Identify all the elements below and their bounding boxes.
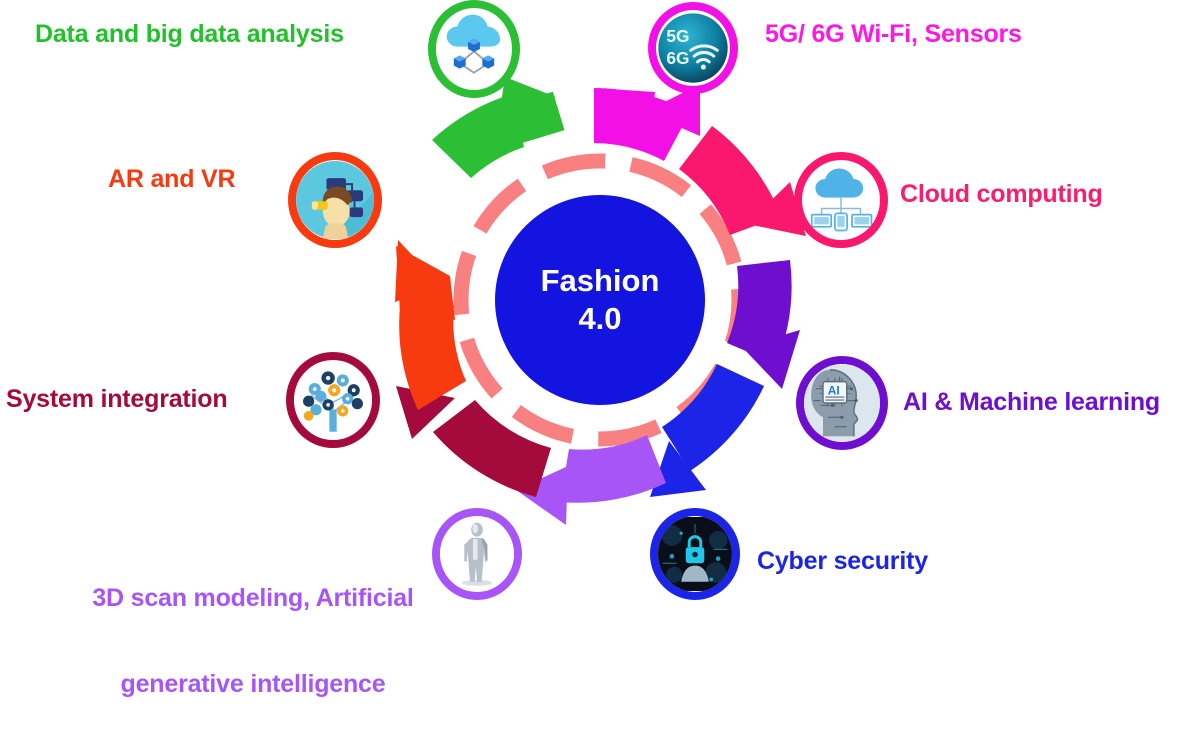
svg-text:5G: 5G (666, 26, 689, 46)
label-system-integration: System integration (6, 385, 228, 413)
network-tree-icon (294, 361, 372, 439)
node-icon-3d-scan[interactable] (432, 508, 522, 600)
label-ar-vr: AR and VR (108, 165, 236, 193)
arrow-segment-5g-6g (594, 84, 700, 161)
ai-circuit-head-icon: AI (804, 365, 880, 441)
arrow-segment-cyber-security (650, 364, 764, 497)
arrow-segment-3d-scan (516, 435, 666, 525)
center-hub-title-line1: Fashion (540, 263, 660, 299)
arrow-segment-ar-vr (395, 240, 466, 410)
svg-text:AI: AI (828, 384, 840, 398)
node-icon-ar-vr[interactable] (288, 152, 382, 248)
3d-body-mannequin-icon (440, 517, 514, 591)
vr-headset-person-icon (296, 161, 374, 239)
label-5g-6g: 5G/ 6G Wi-Fi, Sensors (765, 20, 1022, 48)
center-hub: Fashion 4.0 (495, 195, 705, 405)
label-ai-ml: AI & Machine learning (903, 388, 1160, 416)
arrow-segment-system-integration (396, 386, 551, 497)
wheel-graphic (395, 77, 806, 525)
5g-6g-wifi-sphere-icon: 5G 6G (658, 13, 728, 83)
node-icon-5g-6g[interactable]: 5G 6G (648, 2, 738, 94)
label-cloud-computing: Cloud computing (900, 180, 1103, 208)
node-icon-cloud-computing[interactable] (794, 152, 888, 248)
node-icon-system-integration[interactable] (286, 352, 380, 448)
node-icon-ai-ml[interactable]: AI (796, 356, 888, 450)
node-icon-data-big-data[interactable] (428, 0, 520, 98)
center-hub-title-line2: 4.0 (578, 301, 622, 336)
label-3d-scan-line1: 3D scan modeling, Artificial (92, 584, 414, 612)
arrow-segment-data-big-data (432, 77, 565, 178)
diagram-canvas: Fashion 4.0 (6, 0, 1161, 698)
arrow-segment-ai-ml (727, 260, 800, 389)
svg-text:6G: 6G (666, 48, 689, 68)
label-data-big-data: Data and big data analysis (35, 20, 344, 48)
label-cyber-security: Cyber security (757, 547, 928, 575)
node-icon-cyber-security[interactable] (650, 508, 740, 600)
arrow-segment-cloud-computing (679, 126, 806, 236)
label-3d-scan-line2: generative intelligence (120, 669, 386, 698)
cloud-devices-icon (810, 168, 873, 232)
padlock-cyber-icon (658, 517, 732, 591)
label-3d-scan: 3D scan modeling, Artificial generative … (88, 527, 418, 755)
cloud-data-nodes-icon (446, 14, 501, 74)
